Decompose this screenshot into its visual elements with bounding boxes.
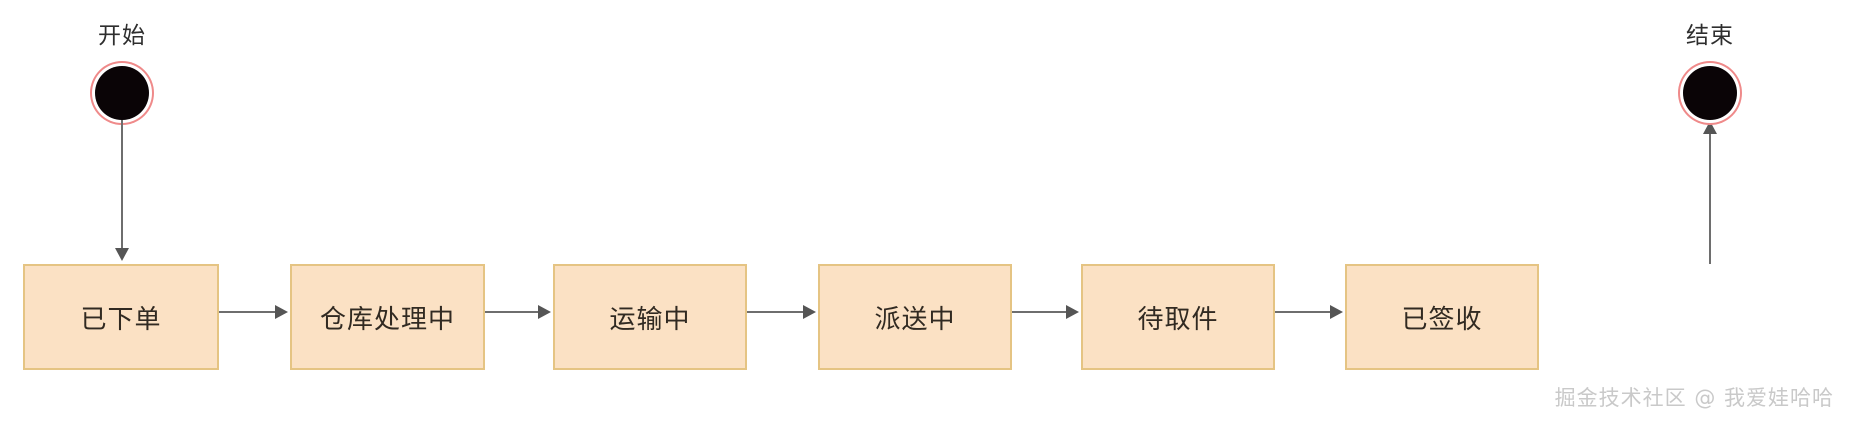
node-transit-label: 运输中 [609,304,691,335]
watermark-text: 掘金技术社区 @ 我爱娃哈哈 [1554,386,1834,410]
edge-warehouse-to-transit [485,311,540,313]
edge-transit-to-delivering [747,311,805,313]
edge-start-to-ordered [121,120,123,250]
node-transit[interactable]: 运输中 [553,264,747,370]
node-delivering[interactable]: 派送中 [818,264,1012,370]
edge-signed-to-end [1709,133,1711,264]
edge-pickup-to-signed [1275,311,1332,313]
edge-start-to-ordered-arrowhead [115,248,129,261]
node-signed[interactable]: 已签收 [1345,264,1539,370]
end-node-label: 结束 [1686,23,1734,49]
node-ordered[interactable]: 已下单 [23,264,219,370]
node-pickup-label: 待取件 [1137,304,1219,335]
edge-ordered-to-warehouse-arrowhead [275,305,288,319]
node-warehouse[interactable]: 仓库处理中 [290,264,485,370]
start-node[interactable] [95,66,149,120]
node-warehouse-label: 仓库处理中 [319,304,455,335]
node-pickup[interactable]: 待取件 [1081,264,1275,370]
node-ordered-label: 已下单 [80,304,162,335]
edge-signed-to-end-arrowhead [1703,121,1717,134]
node-signed-label: 已签收 [1401,304,1483,335]
start-node-label: 开始 [98,23,146,49]
edge-ordered-to-warehouse [219,311,277,313]
edge-delivering-to-pickup [1012,311,1068,313]
edge-delivering-to-pickup-arrowhead [1066,305,1079,319]
end-node[interactable] [1683,66,1737,120]
edge-transit-to-delivering-arrowhead [803,305,816,319]
edge-warehouse-to-transit-arrowhead [538,305,551,319]
node-delivering-label: 派送中 [874,304,956,335]
edge-pickup-to-signed-arrowhead [1330,305,1343,319]
